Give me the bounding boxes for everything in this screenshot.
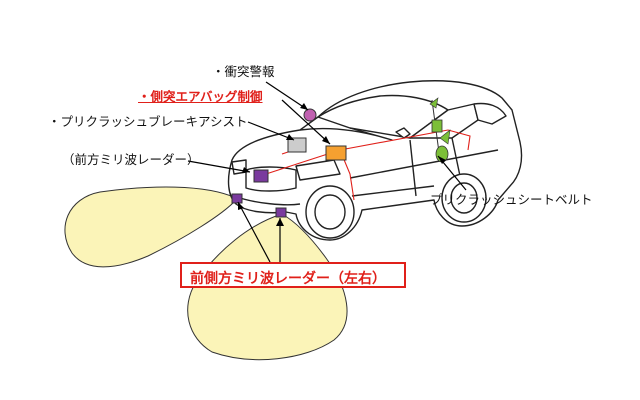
airbag-ecu — [325, 145, 347, 161]
seatbelt-system — [429, 97, 451, 163]
label-precrash-seatbelt: プリクラッシュシートベルト — [430, 192, 593, 207]
arrowheads — [238, 103, 446, 226]
label-airbag-control: ・側突エアバッグ制御 — [138, 89, 263, 104]
car-body — [227, 80, 523, 241]
collision-warning-buzzer — [303, 108, 317, 122]
front-radar-unit — [253, 169, 269, 183]
side-radar-callout: 前側方ミリ波レーダー（左右） — [180, 262, 406, 288]
left-side-radar-unit — [231, 193, 243, 204]
left-radar-beam — [64, 186, 237, 268]
label-precrash-brake-assist: ・プリクラッシュブレーキアシスト — [48, 114, 248, 129]
label-front-radar: （前方ミリ波レーダー） — [62, 152, 200, 167]
label-collision-warning: ・衝突警報 — [212, 64, 275, 79]
control-unit — [287, 137, 307, 153]
right-side-radar-unit — [275, 207, 287, 218]
label-side-front-radar: 前側方ミリ波レーダー（左右） — [190, 271, 386, 287]
